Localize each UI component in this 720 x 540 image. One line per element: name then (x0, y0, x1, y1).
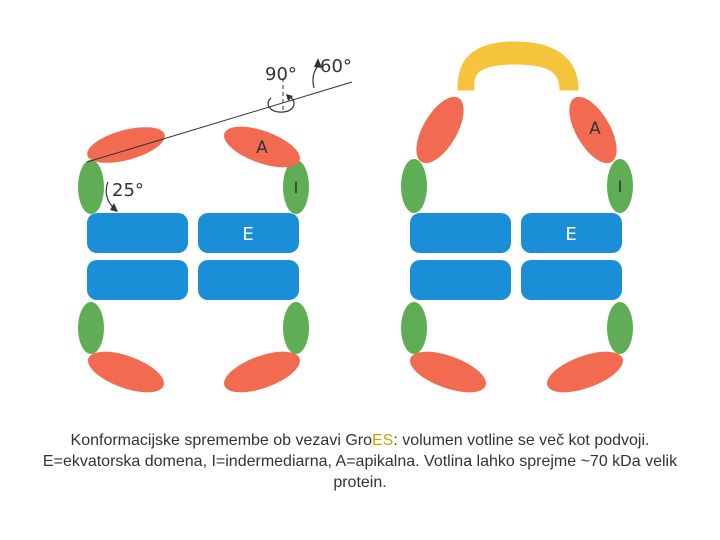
right-apical-upper-left (416, 96, 464, 164)
right-apical-label: A (589, 119, 601, 139)
right-apical-lower-right (547, 351, 623, 393)
chaperonin-diagram: E I A 90° 60° 25° E (78, 41, 633, 393)
left-intermediate-label: I (294, 178, 299, 197)
groes-cap (457, 41, 579, 91)
right-apical-upper-right (569, 96, 617, 164)
rotation-25-arrowhead-icon (110, 203, 118, 212)
right-intermediate-lower-left (401, 302, 427, 354)
angle-25-label: 25° (112, 180, 144, 201)
angle-90-label: 90° (265, 64, 297, 85)
caption-part2: : volumen votline se več kot podvoji. E=… (42, 432, 678, 491)
caption-groes-highlight: ES (371, 432, 394, 449)
rotation-90-arrow (267, 96, 295, 113)
rotation-axis-line (86, 81, 353, 163)
left-equatorial-upper-left (87, 213, 188, 253)
left-apical-label: A (256, 138, 268, 158)
left-equatorial-label: E (242, 224, 253, 245)
left-apical-lower-right (224, 351, 300, 393)
right-equatorial-label: E (565, 224, 576, 245)
right-structure: E I A (401, 41, 633, 393)
left-equatorial-upper-right (198, 213, 299, 253)
left-intermediate-upper-right (283, 160, 309, 214)
right-equatorial-upper-left (410, 213, 511, 253)
right-apical-lower-left (410, 351, 486, 393)
angle-60-label: 60° (320, 56, 352, 77)
left-intermediate-lower-right (283, 302, 309, 354)
left-apical-upper-right (224, 126, 300, 168)
left-structure: E I A 90° 60° 25° (78, 56, 353, 393)
right-intermediate-label: I (618, 177, 623, 196)
right-equatorial-lower-left (410, 260, 511, 300)
left-equatorial-lower-left (87, 260, 188, 300)
caption-part1: Konformacijske spremembe ob vezavi Gro (70, 432, 372, 449)
right-equatorial-lower-right (521, 260, 622, 300)
rotation-90-arrowhead-icon (286, 94, 293, 101)
left-apical-upper-left (87, 127, 165, 163)
right-intermediate-upper-left (401, 159, 427, 213)
left-intermediate-lower-left (78, 302, 104, 354)
rotation-60-arrowhead-icon (314, 58, 322, 68)
left-equatorial-lower-right (198, 260, 299, 300)
right-equatorial-upper-right (521, 213, 622, 253)
rotation-60-arc (312, 65, 319, 89)
left-apical-lower-left (88, 351, 164, 393)
left-intermediate-upper-left (78, 160, 104, 214)
figure-caption: Konformacijske spremembe ob vezavi GroES… (20, 430, 700, 493)
right-intermediate-upper-right (607, 159, 633, 213)
right-intermediate-lower-right (607, 302, 633, 354)
